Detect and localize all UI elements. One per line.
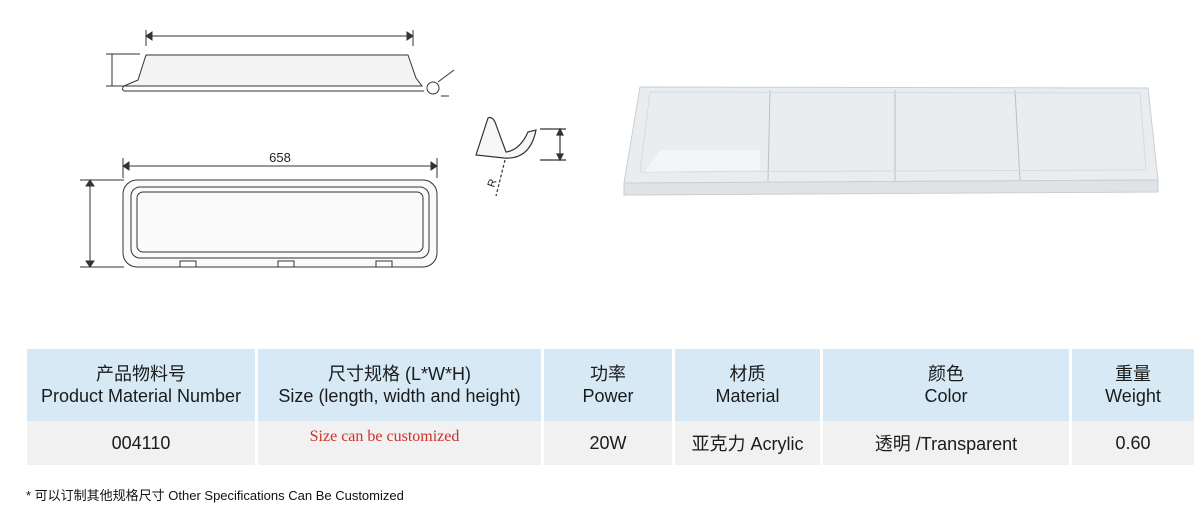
cell-power: 20W [544,421,672,465]
header-size: 尺寸规格 (L*W*H)Size (length, width and heig… [258,349,541,421]
product-drawings: 658 R [80,30,1159,268]
corner-section-detail [475,116,566,197]
side-profile-drawing [106,30,455,97]
table-row: 004110 Size can be customized 20W 亚克力 Ac… [27,421,1194,465]
cell-color: 透明 /Transparent [823,421,1069,465]
size-note-text: Size can be customized [309,428,460,445]
product-photo [623,86,1159,196]
radius-label: R [486,177,500,189]
cell-size-note: Size can be customized [258,421,541,465]
cell-material-number: 004110 [27,421,255,465]
footnote: * 可以订制其他规格尺寸 Other Specifications Can Be… [26,488,404,503]
cell-weight: 0.60 [1072,421,1194,465]
top-view-drawing [80,158,438,268]
cell-material: 亚克力 Acrylic [675,421,820,465]
length-dimension-label: 658 [269,150,291,165]
